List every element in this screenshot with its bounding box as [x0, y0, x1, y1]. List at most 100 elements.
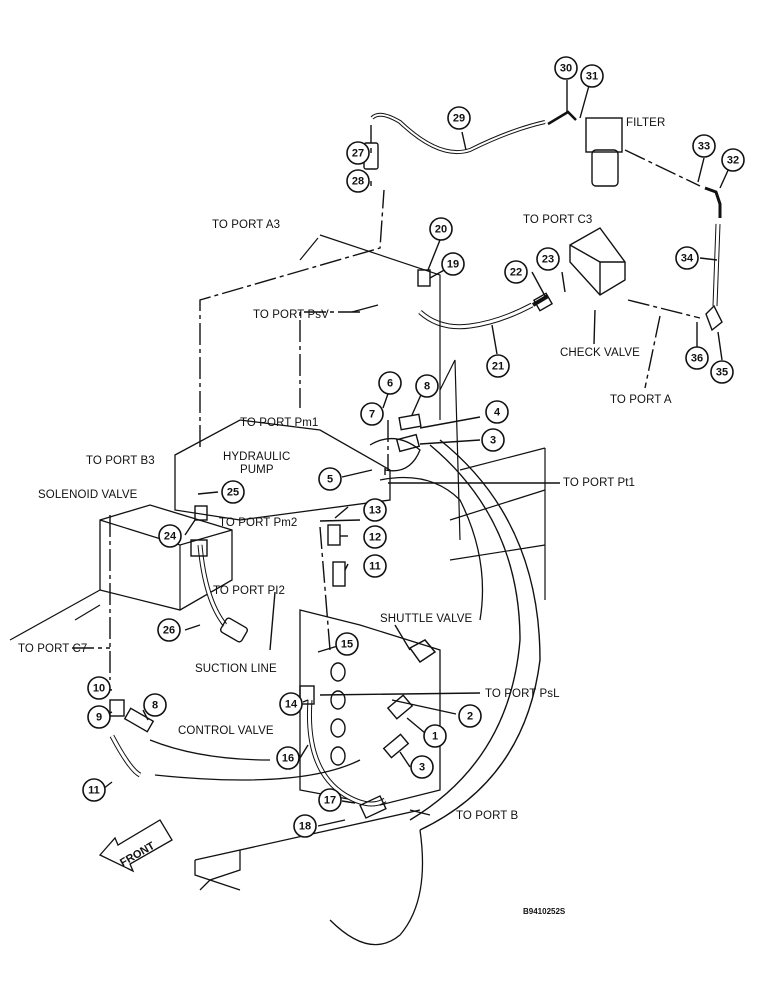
label-control-valve: CONTROL VALVE — [178, 725, 274, 737]
callout-circle-29 — [447, 106, 471, 130]
callout-circle-14 — [279, 692, 303, 716]
callout-circle-10 — [87, 676, 111, 700]
label-to-port-psl: TO PORT PsL — [485, 688, 560, 700]
label-to-port-c7: TO PORT C7 — [18, 643, 87, 655]
callout-circle-3 — [410, 755, 434, 779]
callout-circle-4 — [485, 400, 509, 424]
callout-28: 28 — [352, 176, 364, 188]
front-label: FRONT — [118, 840, 157, 869]
callout-35: 35 — [716, 367, 728, 379]
labels: FILTER TO PORT A3 TO PORT C3 TO PORT PsV… — [18, 117, 672, 916]
callout-circle-12 — [363, 525, 387, 549]
callout-circle-1 — [423, 724, 447, 748]
callout-6: 6 — [387, 378, 393, 390]
callout-circle-18 — [293, 814, 317, 838]
callout-circle-7 — [360, 402, 384, 426]
callout-19: 19 — [447, 259, 459, 271]
callout-21: 21 — [492, 361, 504, 373]
callout-12: 12 — [369, 532, 381, 544]
hydraulic-pump-body — [174, 419, 391, 521]
label-to-port-c3: TO PORT C3 — [523, 214, 592, 226]
callout-circle-34 — [675, 246, 699, 270]
callout-circle-11 — [82, 778, 106, 802]
callout-20: 20 — [435, 224, 447, 236]
callout-circle-33 — [692, 134, 716, 158]
label-to-port-a3: TO PORT A3 — [212, 219, 280, 231]
callout-10: 10 — [93, 683, 105, 695]
callout-30: 30 — [560, 63, 572, 75]
callout-circle-21 — [486, 354, 510, 378]
callout-circle-31 — [580, 64, 604, 88]
callout-24: 24 — [164, 531, 177, 543]
callout-circle-32 — [721, 148, 745, 172]
callout-11: 11 — [369, 561, 381, 573]
callout-circle-30 — [554, 56, 578, 80]
callout-1: 1 — [432, 731, 438, 743]
callout-circle-23 — [536, 247, 560, 271]
callout-32: 32 — [727, 155, 739, 167]
callout-27: 27 — [352, 148, 364, 160]
label-check-valve: CHECK VALVE — [560, 347, 640, 359]
callout-4: 4 — [494, 407, 501, 419]
filter-element — [591, 149, 619, 187]
callout-circle-13 — [363, 498, 387, 522]
callout-circle-9 — [87, 705, 111, 729]
callout-circle-3 — [481, 428, 505, 452]
callout-circle-19 — [441, 252, 465, 276]
label-solenoid-valve: SOLENOID VALVE — [38, 489, 138, 501]
callout-26: 26 — [163, 625, 175, 637]
label-suction-line: SUCTION LINE — [195, 663, 277, 675]
label-shuttle-valve: SHUTTLE VALVE — [380, 613, 472, 625]
callout-circle-15 — [335, 632, 359, 656]
callout-23: 23 — [542, 254, 554, 266]
check-valve — [569, 227, 626, 296]
callout-circle-28 — [346, 169, 370, 193]
callout-circle-25 — [221, 480, 245, 504]
callout-8: 8 — [152, 700, 158, 712]
label-to-port-a: TO PORT A — [610, 394, 672, 406]
callout-circle-2 — [458, 704, 482, 728]
callout-8: 8 — [424, 381, 430, 393]
label-to-port-pi2: TO PORT PI2 — [213, 585, 285, 597]
label-hydraulic-pump: HYDRAULIC — [223, 451, 290, 463]
control-valve-body — [299, 609, 441, 806]
callout-22: 22 — [510, 267, 522, 279]
callout-13: 13 — [369, 505, 381, 517]
callout-3: 3 — [490, 435, 496, 447]
callout-11: 11 — [88, 785, 100, 797]
label-to-port-pm1: TO PORT Pm1 — [240, 417, 318, 429]
drawing-code: B9410252S — [523, 907, 566, 916]
callout-circle-22 — [504, 260, 528, 284]
elbow-35 — [705, 304, 723, 332]
callout-circle-11 — [363, 554, 387, 578]
label-to-port-pt1: TO PORT Pt1 — [563, 477, 635, 489]
front-arrow: FRONT — [98, 819, 173, 873]
label-to-port-b3: TO PORT B3 — [86, 455, 155, 467]
callout-circle-6 — [378, 371, 402, 395]
label-filter: FILTER — [626, 117, 665, 129]
callout-7: 7 — [369, 409, 375, 421]
callout-circle-24 — [158, 524, 182, 548]
callout-circle-20 — [429, 217, 453, 241]
callout-circle-8 — [415, 374, 439, 398]
callout-circle-16 — [276, 746, 300, 770]
callout-2: 2 — [467, 711, 473, 723]
callout-9: 9 — [96, 712, 102, 724]
callout-17: 17 — [324, 795, 336, 807]
callout-33: 33 — [698, 141, 710, 153]
label-to-port-psv: TO PORT PsV — [253, 309, 329, 321]
shuttle-valve — [408, 639, 437, 664]
callout-circle-8 — [143, 693, 167, 717]
callout-circle-35 — [710, 360, 734, 384]
callout-circle-27 — [346, 141, 370, 165]
label-to-port-b: TO PORT B — [456, 810, 518, 822]
callout-14: 14 — [285, 699, 298, 711]
callout-circle-5 — [318, 467, 342, 491]
callout-34: 34 — [681, 253, 694, 265]
callout-circle-17 — [318, 788, 342, 812]
callout-3: 3 — [419, 762, 425, 774]
callout-5: 5 — [327, 474, 333, 486]
